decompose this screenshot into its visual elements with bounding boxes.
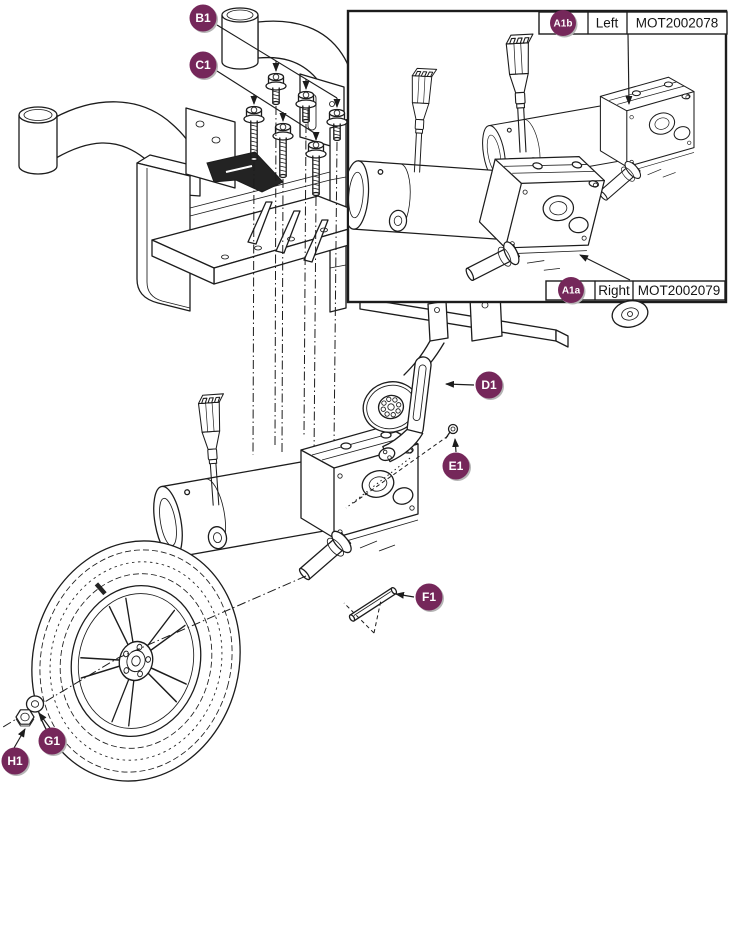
lower-frame-rails bbox=[359, 292, 569, 381]
leader-b1 bbox=[216, 24, 341, 108]
svg-text:F1: F1 bbox=[422, 590, 436, 604]
pin-projection-lines bbox=[343, 599, 382, 634]
svg-text:C1: C1 bbox=[195, 58, 211, 72]
inset-caster-wheel bbox=[611, 300, 649, 328]
axle-nut bbox=[15, 709, 35, 727]
mounting-frame bbox=[136, 107, 381, 312]
pivot-screw-projection bbox=[351, 435, 449, 505]
leader-g1 bbox=[38, 712, 51, 729]
leader-h1 bbox=[13, 728, 26, 749]
part-table-left: Left MOT2002078 A1b bbox=[538, 10, 728, 105]
callout-b1: B1 bbox=[189, 4, 218, 33]
tire-brand-mark bbox=[94, 582, 107, 596]
svg-text:H1: H1 bbox=[7, 754, 23, 768]
pivot-screw bbox=[445, 423, 459, 439]
dark-mount-bracket bbox=[206, 151, 284, 193]
wheel-rim-spokes bbox=[80, 597, 187, 727]
anti-tip-arm bbox=[378, 356, 432, 463]
callout-h1: H1 bbox=[1, 747, 30, 776]
axle-centerline bbox=[2, 575, 307, 728]
side-label-left: Left bbox=[596, 16, 619, 31]
side-label-right: Right bbox=[598, 283, 630, 298]
shaft-key-pin bbox=[348, 586, 398, 622]
callout-f1: F1 bbox=[415, 583, 444, 612]
svg-text:A1b: A1b bbox=[554, 19, 573, 30]
leader-c1 bbox=[216, 70, 320, 141]
svg-text:D1: D1 bbox=[481, 378, 497, 392]
leader-e1 bbox=[452, 438, 460, 453]
anti-tip-wheel bbox=[362, 381, 420, 433]
leader-f1 bbox=[395, 591, 415, 599]
svg-text:G1: G1 bbox=[44, 734, 60, 748]
part-number-left: MOT2002078 bbox=[636, 16, 719, 31]
callout-a1b: A1b bbox=[550, 10, 578, 38]
callout-c1: C1 bbox=[189, 51, 218, 80]
callout-e1: E1 bbox=[442, 452, 471, 481]
drive-wheel bbox=[31, 540, 241, 782]
svg-text:A1a: A1a bbox=[562, 286, 581, 297]
part-table-right: Right MOT2002079 A1a bbox=[545, 254, 726, 305]
svg-text:E1: E1 bbox=[449, 459, 464, 473]
svg-text:B1: B1 bbox=[195, 11, 211, 25]
leader-d1 bbox=[445, 380, 475, 388]
axle-washer bbox=[25, 695, 45, 713]
clevis-projection bbox=[345, 457, 411, 509]
callout-g1: G1 bbox=[38, 727, 67, 756]
part-number-right: MOT2002079 bbox=[638, 283, 721, 298]
callout-d1: D1 bbox=[475, 371, 504, 400]
projection-lines bbox=[252, 105, 338, 461]
callout-a1a: A1a bbox=[558, 277, 586, 305]
